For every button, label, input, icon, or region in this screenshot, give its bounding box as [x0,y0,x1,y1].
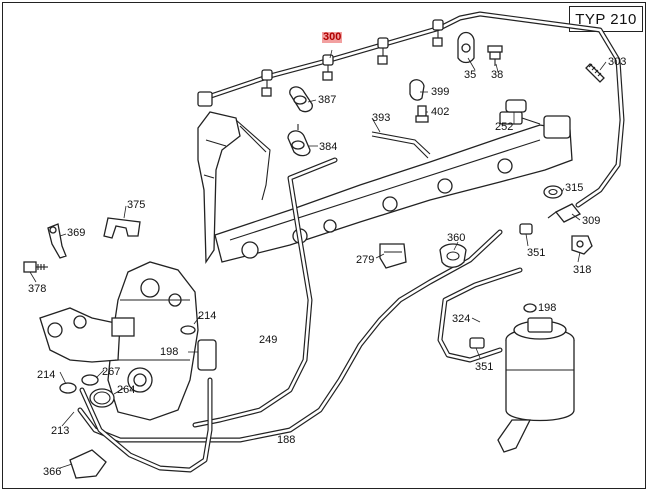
label-part-300[interactable]: 300 [322,31,343,43]
clip-35[interactable] [457,31,475,64]
label-part-267[interactable]: 267 [102,366,121,378]
high-pressure-pump[interactable] [39,261,199,421]
fitting-252[interactable] [505,99,527,113]
fitting-402[interactable] [415,105,429,123]
label-part-198-left[interactable]: 198 [160,346,179,358]
cap-351a[interactable] [519,223,533,235]
label-part-309[interactable]: 309 [582,215,601,227]
line-393[interactable] [371,131,431,159]
clamp-214a[interactable] [180,325,196,335]
label-part-384[interactable]: 384 [319,141,338,153]
clip-360[interactable] [439,243,467,268]
label-part-351-lower[interactable]: 351 [475,361,494,373]
label-part-393[interactable]: 393 [372,112,391,124]
clip-351b[interactable] [469,337,485,349]
label-part-303[interactable]: 303 [608,56,627,68]
injector[interactable] [197,111,271,265]
label-part-369[interactable]: 369 [67,227,86,239]
label-part-315[interactable]: 315 [565,182,584,194]
label-part-188[interactable]: 188 [277,434,296,446]
pipe-188[interactable] [77,229,503,443]
label-part-360[interactable]: 360 [447,232,466,244]
leader-lines [29,49,607,469]
seal-198b[interactable] [523,303,537,313]
clip-384[interactable] [287,124,311,157]
label-part-198-right[interactable]: 198 [538,302,557,314]
label-part-35[interactable]: 35 [464,69,477,81]
label-part-249[interactable]: 249 [259,334,278,346]
bracket-369[interactable] [47,223,67,259]
holder-366[interactable] [69,449,107,479]
label-part-279[interactable]: 279 [356,254,375,266]
label-part-378[interactable]: 378 [28,283,47,295]
oring-264[interactable] [89,388,115,408]
label-part-213[interactable]: 213 [51,425,70,437]
bolt-378[interactable] [23,261,48,273]
clip-387[interactable] [289,86,313,113]
valve-309[interactable] [547,203,582,223]
label-part-402[interactable]: 402 [431,106,450,118]
bracket-375[interactable] [103,217,141,239]
label-part-387[interactable]: 387 [318,94,337,106]
clamp-318[interactable] [571,235,593,255]
clamp-214b[interactable] [59,382,77,394]
label-part-214-left[interactable]: 214 [37,369,56,381]
seal-267[interactable] [81,374,99,386]
clip-399[interactable] [409,79,425,101]
label-part-366[interactable]: 366 [43,466,62,478]
label-part-399[interactable]: 399 [431,86,450,98]
pipe-249[interactable] [192,157,338,428]
type-label: TYP 210 [569,6,643,32]
clip-279[interactable] [379,243,407,269]
banjo-198a[interactable] [197,339,217,371]
label-part-324[interactable]: 324 [452,313,471,325]
pipe-213[interactable] [79,377,213,473]
seal-315[interactable] [543,185,563,199]
fuel-filter[interactable] [497,317,575,453]
pipe-324[interactable] [437,267,523,363]
bolt-38[interactable] [487,45,503,66]
screw-303[interactable] [585,63,605,83]
label-part-375[interactable]: 375 [127,199,146,211]
label-part-264[interactable]: 264 [117,384,136,396]
fuel-rail[interactable] [214,111,573,263]
diagram-border [2,2,646,489]
label-part-351-upper[interactable]: 351 [527,247,546,259]
label-part-38[interactable]: 38 [491,69,504,81]
label-part-214-right[interactable]: 214 [198,310,217,322]
label-part-318[interactable]: 318 [573,264,592,276]
label-part-252[interactable]: 252 [495,121,514,133]
return-line-300[interactable] [197,11,625,208]
